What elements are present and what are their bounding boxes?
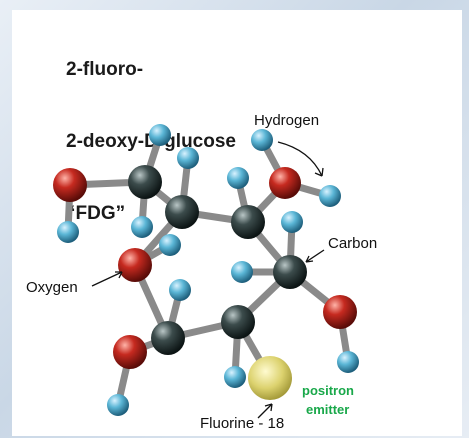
- oxygen-atom: [323, 295, 357, 329]
- hydrogen-atom: [57, 221, 79, 243]
- emitter-label: emitter: [306, 402, 349, 417]
- title-line-2: 2-deoxy-D-glucose: [66, 131, 236, 152]
- carbon-arrow: [305, 249, 325, 263]
- oxygen-atom: [113, 335, 147, 369]
- hydrogen-atom: [131, 216, 153, 238]
- hydrogen-arrow: [277, 141, 323, 177]
- hydrogen-atom: [159, 234, 181, 256]
- fluorine-atom: [248, 356, 292, 400]
- molecule-title: 2-fluoro- 2-deoxy-D-glucose “FDG”: [66, 10, 236, 250]
- oxygen-arrow: [91, 271, 123, 287]
- carbon-atom: [221, 305, 255, 339]
- hydrogen-arrowhead: [314, 167, 324, 177]
- hydrogen-atom: [224, 366, 246, 388]
- hydrogen-atom: [149, 124, 171, 146]
- carbon-atom: [151, 321, 185, 355]
- hydrogen-atom: [231, 261, 253, 283]
- title-line-1: 2-fluoro-: [66, 59, 144, 80]
- carbon-label: Carbon: [328, 235, 377, 252]
- positron-label: positron: [302, 383, 354, 398]
- oxygen-label: Oxygen: [26, 279, 78, 296]
- label-arrows: [91, 141, 325, 419]
- hydrogen-label: Hydrogen: [254, 112, 319, 129]
- hydrogen-atom: [337, 351, 359, 373]
- carbon-atom: [231, 205, 265, 239]
- oxygen-atom: [53, 168, 87, 202]
- fluorine-label: Fluorine - 18: [200, 415, 284, 432]
- carbon-arrowhead: [305, 255, 314, 263]
- hydrogen-atom: [107, 394, 129, 416]
- hydrogen-atom: [177, 147, 199, 169]
- hydrogen-atom: [319, 185, 341, 207]
- hydrogen-atom: [281, 211, 303, 233]
- fluorine-arrowhead: [264, 403, 273, 412]
- carbon-atom: [165, 195, 199, 229]
- oxygen-atom: [269, 167, 301, 199]
- fluorine-arrow: [257, 403, 273, 419]
- oxygen-arrowhead: [115, 271, 123, 279]
- hydrogen-atom: [169, 279, 191, 301]
- carbon-atom: [128, 165, 162, 199]
- carbon-atom: [273, 255, 307, 289]
- oxygen-atom: [118, 248, 152, 282]
- hydrogen-atom: [227, 167, 249, 189]
- hydrogen-atom: [251, 129, 273, 151]
- title-line-3: “FDG”: [66, 203, 126, 224]
